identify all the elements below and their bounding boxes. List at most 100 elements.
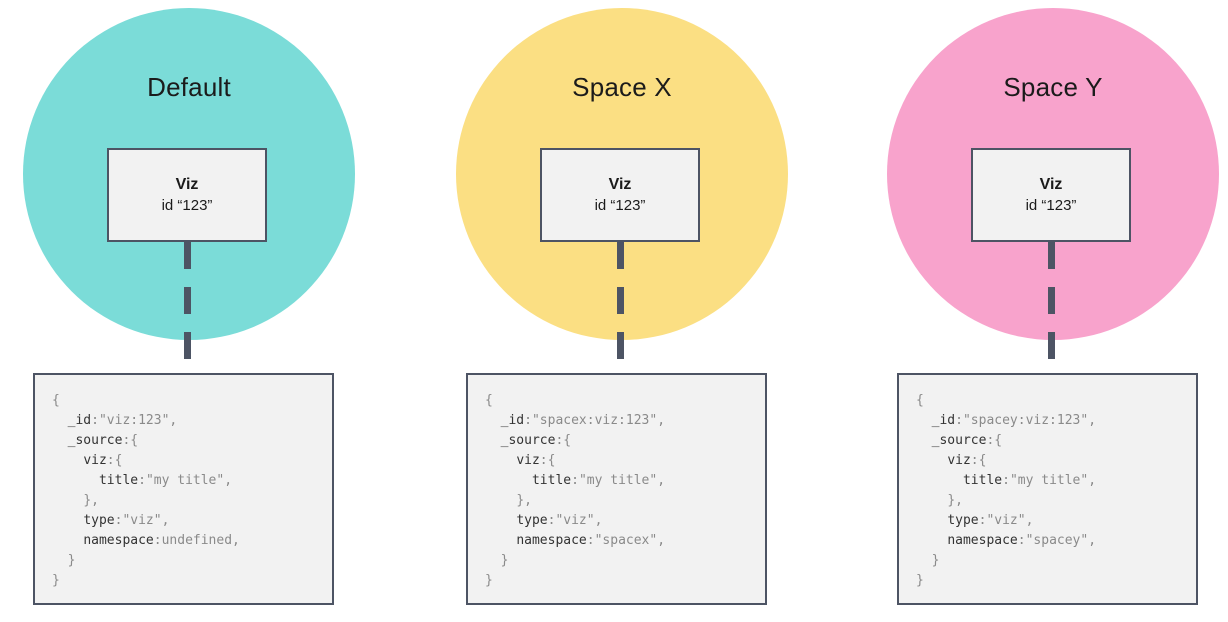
code-line: _id:"viz:123", (52, 411, 332, 431)
code-line: } (52, 551, 332, 571)
code-line: _source:{ (916, 431, 1196, 451)
dashed-connector-icon (184, 242, 191, 373)
code-line: namespace:"spacex", (485, 531, 765, 551)
code-token-val: "my title", (145, 473, 233, 488)
code-line: } (485, 571, 765, 591)
code-token-punc: :{ (555, 433, 572, 448)
code-token-punc: :{ (539, 453, 556, 468)
code-token-punc: :{ (122, 433, 139, 448)
code-line: } (485, 551, 765, 571)
code-token-punc: : (955, 413, 963, 428)
code-token-punc: : (153, 533, 162, 548)
code-line: namespace:undefined, (52, 531, 332, 551)
viz-node-title: Viz (608, 175, 632, 193)
code-token-punc: } (67, 553, 76, 568)
code-token-punc: }, (516, 493, 532, 508)
code-token-punc: : (571, 473, 579, 488)
viz-node-subtitle: id “123” (594, 196, 646, 214)
code-content: { _id:"spacex:viz:123", _source:{ viz:{ … (485, 391, 765, 591)
code-token-punc: : (1017, 533, 1026, 548)
code-line: _source:{ (485, 431, 765, 451)
code-line: viz:{ (485, 451, 765, 471)
code-token-val: "viz", (555, 513, 603, 528)
code-token-punc: { (52, 393, 60, 408)
code-block-default: { _id:"viz:123", _source:{ viz:{ title:"… (33, 373, 334, 605)
code-token-punc: } (931, 553, 940, 568)
code-token-val: "viz", (122, 513, 170, 528)
code-token-punc: : (138, 473, 146, 488)
code-token-punc: } (500, 553, 509, 568)
code-line: _id:"spacey:viz:123", (916, 411, 1196, 431)
code-line: _source:{ (52, 431, 332, 451)
code-line: }, (485, 491, 765, 511)
code-token-punc: : (586, 533, 595, 548)
code-line: title:"my title", (916, 471, 1196, 491)
code-line: }, (52, 491, 332, 511)
code-block-spacex: { _id:"spacex:viz:123", _source:{ viz:{ … (466, 373, 767, 605)
code-token-val: "spacex", (594, 533, 666, 548)
code-line: { (916, 391, 1196, 411)
code-line: title:"my title", (485, 471, 765, 491)
code-token-punc: }, (83, 493, 99, 508)
code-token-punc: :{ (986, 433, 1003, 448)
space-label-spacex: Space X (572, 72, 672, 102)
code-line: } (916, 551, 1196, 571)
code-token-punc: { (916, 393, 924, 408)
space-group-default: Default Viz id “123” { _id:"viz:123", _s… (4, 0, 394, 622)
code-token-key: viz (947, 453, 971, 468)
code-token-punc: :{ (106, 453, 123, 468)
code-token-punc: :{ (970, 453, 987, 468)
code-token-key: namespace (947, 533, 1018, 548)
code-token-key: _source (931, 433, 987, 448)
viz-node-title: Viz (1039, 175, 1063, 193)
viz-node-title: Viz (175, 175, 199, 193)
code-line: { (485, 391, 765, 411)
code-token-val: "spacey:viz:123", (962, 413, 1097, 428)
code-token-key: type (516, 513, 548, 528)
code-line: type:"viz", (52, 511, 332, 531)
code-token-punc: } (52, 573, 60, 588)
code-line: } (916, 571, 1196, 591)
space-group-spacey: Space Y Viz id “123” { _id:"spacey:viz:1… (868, 0, 1228, 622)
code-token-key: viz (516, 453, 540, 468)
code-token-key: namespace (83, 533, 154, 548)
code-token-punc: }, (947, 493, 963, 508)
code-token-punc: } (485, 573, 493, 588)
dashed-connector-icon (617, 242, 624, 373)
code-token-key: _source (67, 433, 123, 448)
code-token-val: "my title", (578, 473, 666, 488)
code-token-key: _id (500, 413, 525, 428)
code-line: title:"my title", (52, 471, 332, 491)
code-line: } (52, 571, 332, 591)
code-token-val: undefined, (161, 533, 240, 548)
code-token-key: viz (83, 453, 107, 468)
code-token-key: type (947, 513, 979, 528)
code-token-key: _source (500, 433, 556, 448)
viz-node-subtitle: id “123” (1025, 196, 1077, 214)
code-line: }, (916, 491, 1196, 511)
code-content: { _id:"viz:123", _source:{ viz:{ title:"… (52, 391, 332, 591)
viz-node-spacex: Viz id “123” (540, 148, 700, 242)
code-content: { _id:"spacey:viz:123", _source:{ viz:{ … (916, 391, 1196, 591)
viz-node-subtitle: id “123” (161, 196, 213, 214)
code-token-key: _id (67, 413, 92, 428)
dashed-connector-icon (1048, 242, 1055, 373)
code-block-spacey: { _id:"spacey:viz:123", _source:{ viz:{ … (897, 373, 1198, 605)
code-token-punc: : (978, 513, 987, 528)
code-line: _id:"spacex:viz:123", (485, 411, 765, 431)
code-token-punc: : (114, 513, 123, 528)
space-label-spacey: Space Y (1003, 72, 1103, 102)
code-token-punc: } (916, 573, 924, 588)
code-token-val: "spacey", (1025, 533, 1097, 548)
space-group-spacex: Space X Viz id “123” { _id:"spacex:viz:1… (437, 0, 827, 622)
code-token-key: type (83, 513, 115, 528)
code-token-key: title (962, 473, 1003, 488)
code-token-val: "my title", (1009, 473, 1097, 488)
code-line: type:"viz", (485, 511, 765, 531)
space-label-default: Default (147, 72, 231, 102)
viz-node-spacey: Viz id “123” (971, 148, 1131, 242)
code-token-punc: : (91, 413, 99, 428)
code-token-punc: { (485, 393, 493, 408)
code-token-key: _id (931, 413, 956, 428)
code-line: type:"viz", (916, 511, 1196, 531)
